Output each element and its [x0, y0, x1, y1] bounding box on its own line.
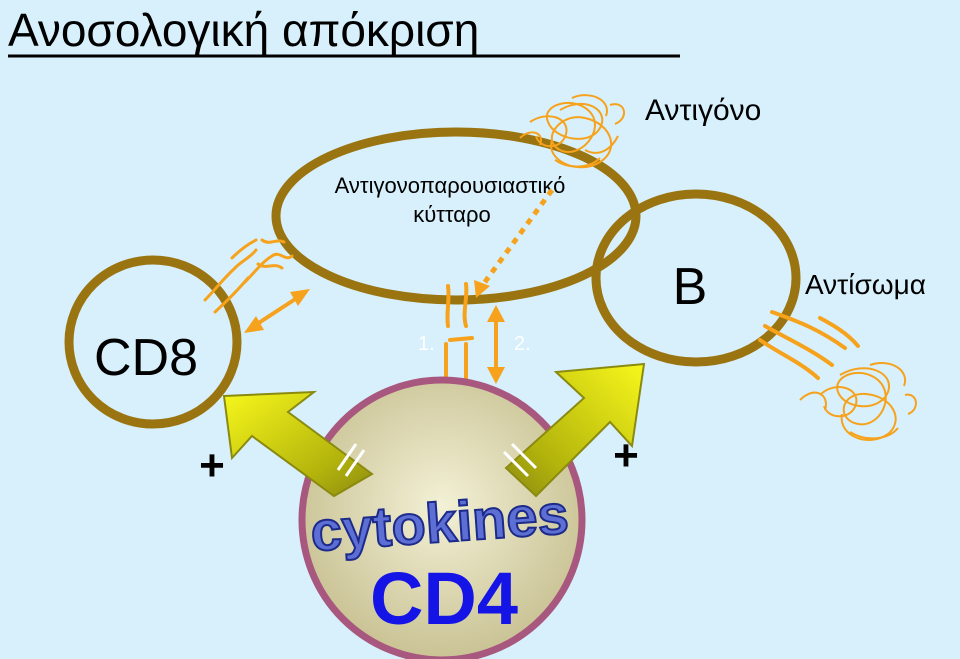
- cytokine-arrow-to-cd8: [222, 390, 374, 498]
- plus-right: +: [613, 431, 639, 480]
- antibody-lines: [758, 310, 860, 380]
- antigen-label: Αντιγόνο: [645, 94, 761, 127]
- antigen-tangle-bottom: [799, 362, 917, 441]
- apc-cd4-arrowhead-up: [487, 305, 505, 322]
- b-cell-label: B: [673, 258, 708, 316]
- apc-cd4-arrowhead-down: [487, 367, 505, 384]
- b-cell: [591, 189, 801, 367]
- plus-left: +: [199, 441, 225, 490]
- cd4-cell: [298, 376, 586, 659]
- cd8-receptor-squiggles: [203, 238, 294, 314]
- page-title: Ανοσολογική απόκριση: [8, 4, 479, 56]
- cd8-apc-arrowhead-1: [244, 316, 264, 333]
- cd8-apc-double-arrow-line: [252, 294, 302, 328]
- cd4-label: CD4: [370, 557, 518, 640]
- cd8-label: CD8: [94, 329, 198, 387]
- antigen-uptake-dotted-line: [479, 188, 555, 288]
- apc-label-line1: Αντιγονοπαρουσιαστικό: [335, 173, 566, 198]
- signal-1-label: 1.: [418, 333, 435, 355]
- cytokine-arrow-to-b-cell: [502, 362, 646, 498]
- cd8-apc-arrowhead-2: [290, 289, 310, 306]
- apc-label-line2: κύτταρο: [413, 202, 491, 227]
- apc-cd4-receptors: [444, 282, 474, 382]
- cd8-cell: [64, 255, 242, 429]
- signal-2-label: 2.: [514, 333, 531, 355]
- antigen-uptake-arrowhead: [474, 280, 490, 298]
- antigen-tangle-top: [519, 94, 625, 169]
- antibody-label: Αντίσωμα: [805, 269, 926, 300]
